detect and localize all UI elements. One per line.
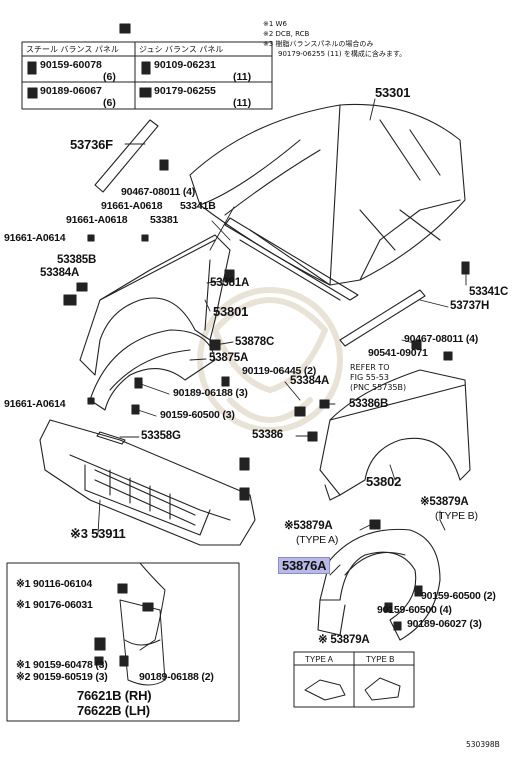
- note-2: ※2 DCB, RCB: [263, 30, 310, 38]
- note-3b: 90179-06255 (11) を構成に含みます。: [278, 50, 407, 58]
- callout-53384a-2[interactable]: 53384A: [290, 375, 330, 387]
- table-header-resin: ジュシ バランス パネル: [139, 45, 224, 54]
- callout-90159-c[interactable]: 90159-60500 (4): [377, 604, 452, 616]
- callout-53358g[interactable]: 53358G: [141, 430, 181, 442]
- bumper-53911: [39, 419, 256, 546]
- callout-53341c[interactable]: 53341C: [469, 286, 509, 298]
- callout-53385b[interactable]: 53385B: [57, 254, 97, 266]
- callout-90189-a[interactable]: 90189-06188 (3): [173, 387, 248, 399]
- top-table-icons: [27, 23, 152, 99]
- strip-53341b: [224, 217, 359, 301]
- callout-90467-a[interactable]: 90467-08011 (4): [121, 186, 196, 198]
- inset-frame: [6, 562, 240, 722]
- callout-53381[interactable]: 53381: [150, 214, 179, 226]
- liner-53876a: [317, 528, 441, 641]
- callout-53737h[interactable]: 53737H: [450, 300, 490, 312]
- type-a-caption: (TYPE A): [296, 534, 339, 546]
- callout-53736f[interactable]: 53736F: [70, 137, 113, 152]
- callout-53879a-table[interactable]: ※ 53879A: [318, 634, 370, 646]
- inset-callout-90189[interactable]: 90189-06188 (2): [139, 671, 214, 683]
- callout-53802[interactable]: 53802: [366, 474, 402, 489]
- refer-note-2: FIG 55-53: [350, 373, 389, 382]
- callout-53911[interactable]: ※3 53911: [70, 526, 126, 541]
- callout-53878c[interactable]: 53878C: [235, 336, 275, 348]
- seal-53736f: [94, 119, 159, 193]
- inset-callout-90159-60478[interactable]: ※1 90159-60478 (3): [16, 659, 108, 671]
- callout-53879a-type-b[interactable]: ※53879A: [420, 496, 469, 508]
- table-qty-r2c2: (11): [233, 97, 252, 109]
- strip-53358g: [96, 431, 126, 445]
- table-header-steel: スチール バランス パネル: [26, 45, 119, 54]
- fender-53801: [79, 234, 231, 376]
- inset-callout-90116[interactable]: ※1 90116-06104: [16, 578, 93, 590]
- liner-53875a: [89, 329, 216, 411]
- note-1: ※1 W6: [263, 20, 287, 28]
- note-3a: ※3 樹脂バランスパネルの場合のみ: [263, 40, 374, 48]
- type-table-header-a: TYPE A: [305, 655, 334, 664]
- inset-callout-76621b[interactable]: 76621B (RH): [77, 688, 152, 703]
- table-part-r1c1: 90159-60078: [40, 59, 102, 71]
- callout-91661-b[interactable]: 91661-A0618: [66, 214, 128, 226]
- table-qty-r1c2: (11): [233, 71, 252, 83]
- fasteners: [63, 159, 470, 631]
- fender-53802: [319, 369, 471, 501]
- type-b-caption: (TYPE B): [435, 510, 478, 522]
- callout-53801[interactable]: 53801: [213, 304, 249, 319]
- callout-90159-a[interactable]: 90159-60500 (3): [160, 409, 235, 421]
- callout-91661-d[interactable]: 91661-A0614: [4, 398, 66, 410]
- callout-53875a[interactable]: 53875A: [209, 352, 249, 364]
- hood-53301: [189, 103, 466, 286]
- table-part-r2c1: 90189-06067: [40, 85, 102, 97]
- callout-53381a[interactable]: 53381A: [210, 277, 250, 289]
- callout-90119[interactable]: 90119-06445 (2): [242, 365, 317, 377]
- table-part-r2c2: 90179-06255: [154, 85, 216, 97]
- callout-53386[interactable]: 53386: [252, 429, 283, 441]
- refer-note-3: (PNC 55735B): [350, 383, 407, 392]
- table-qty-r1c1: (6): [103, 71, 116, 83]
- top-table-frame: [21, 41, 273, 110]
- figure-code: 530398B: [466, 740, 500, 749]
- table-qty-r2c1: (6): [103, 97, 116, 109]
- table-part-r1c2: 90109-06231: [154, 59, 216, 71]
- strip-53737h: [339, 289, 426, 347]
- callout-53879a-type-a[interactable]: ※53879A: [284, 520, 333, 532]
- type-table-header-b: TYPE B: [366, 655, 395, 664]
- callout-53341b[interactable]: 53341B: [180, 200, 216, 212]
- inset-callout-76622b[interactable]: 76622B (LH): [77, 703, 150, 718]
- callout-53384a-1[interactable]: 53384A: [40, 267, 80, 279]
- type-table-frame: [293, 651, 415, 708]
- callout-90159-b[interactable]: 90159-60500 (2): [421, 590, 496, 602]
- inset-fasteners: [94, 583, 154, 667]
- inset-callout-90176[interactable]: ※1 90176-06031: [16, 599, 93, 611]
- callout-90467-b[interactable]: 90467-08011 (4): [404, 333, 479, 345]
- leader-lines: [97, 98, 467, 576]
- callout-53386b[interactable]: 53386B: [349, 398, 389, 410]
- refer-note-1: REFER TO: [350, 363, 390, 372]
- callout-53876a-highlighted[interactable]: 53876A: [278, 557, 331, 574]
- inset-callout-90159-60519[interactable]: ※2 90159-60519 (3): [16, 671, 108, 683]
- callout-91661-a[interactable]: 91661-A0618: [101, 200, 163, 212]
- callout-91661-c[interactable]: 91661-A0614: [4, 232, 66, 244]
- callout-90189-b[interactable]: 90189-06027 (3): [407, 618, 482, 630]
- callout-53301[interactable]: 53301: [375, 85, 411, 100]
- callout-90541[interactable]: 90541-09071: [368, 347, 428, 359]
